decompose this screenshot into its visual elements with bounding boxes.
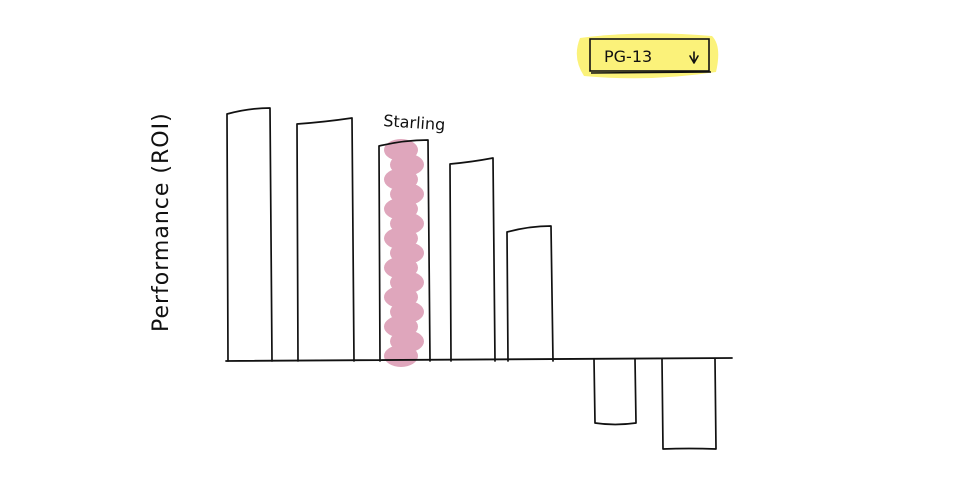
bar-5[interactable] <box>506 225 554 362</box>
filter-box-shadow <box>590 71 712 74</box>
rating-filter-dropdown[interactable]: PG-13 <box>576 33 719 79</box>
bar-2[interactable] <box>296 117 355 362</box>
bars-layer <box>226 107 717 450</box>
chevron-down-icon <box>689 51 699 64</box>
bar-4[interactable] <box>449 157 496 362</box>
bar-highlight-fill <box>384 139 424 367</box>
highlight-stroke <box>384 345 418 367</box>
filter-selected-value: PG-13 <box>604 47 652 66</box>
bar-3[interactable] <box>378 139 431 362</box>
filter-highlight <box>576 33 719 79</box>
bar-annotation-starling: Starling <box>383 111 446 134</box>
bar-1[interactable] <box>226 107 273 362</box>
bar-6[interactable] <box>593 358 637 426</box>
bar-7[interactable] <box>661 358 717 450</box>
y-axis-label: Performance (ROI) <box>149 112 174 332</box>
filter-box[interactable] <box>589 38 710 72</box>
x-axis-baseline <box>225 357 733 362</box>
